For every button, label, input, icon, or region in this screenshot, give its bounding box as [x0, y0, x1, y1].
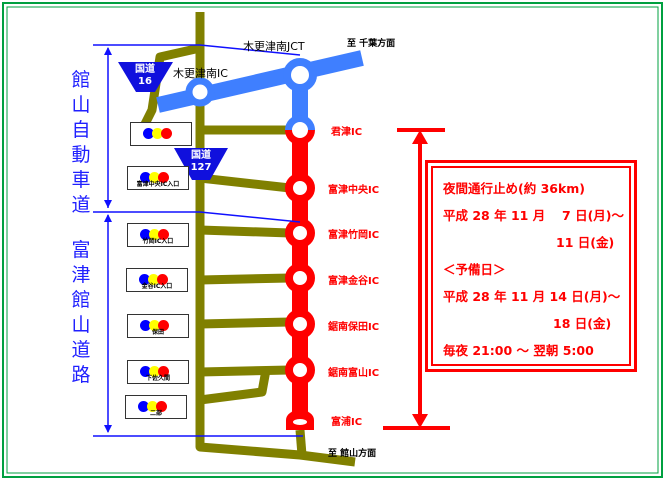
traffic-signal: 保田: [127, 314, 189, 338]
tateyama-expressway-label: 館山自動車道: [71, 69, 91, 216]
ic-label: 君津IC: [331, 127, 363, 138]
ic-label: 富浦IC: [331, 417, 363, 428]
traffic-signal: [130, 122, 192, 146]
traffic-light-icon: [140, 362, 169, 381]
notice-reserve-start: 平成 28 年 11 月 14 日(月)～: [443, 289, 621, 304]
jct-node: [283, 58, 317, 92]
traffic-signal: 下佐久間: [127, 360, 189, 384]
ic-label: 富津中央IC: [328, 185, 380, 196]
notice-period-end: 11 日(金): [556, 235, 615, 250]
jct-label: 木更津南JCT: [243, 40, 305, 53]
traffic-light-icon: [139, 270, 168, 289]
traffic-light-icon: [140, 225, 169, 244]
traffic-light-icon: [138, 397, 167, 416]
route-16-shield-icon: [118, 62, 173, 92]
traffic-signal: 竹岡IC入口: [127, 223, 189, 247]
notice-reserve-heading: ＜予備日＞: [443, 262, 506, 277]
notice-hours: 毎夜 21:00 ～ 翌朝 5:00: [443, 343, 594, 358]
traffic-light-icon: [140, 316, 169, 335]
ic-label: 鋸南富山IC: [328, 368, 380, 379]
traffic-signal: 金谷IC入口: [126, 268, 188, 292]
to-tateyama-label: 至 館山方面: [328, 449, 377, 459]
traffic-signal: 富津中央IC入口: [127, 166, 189, 190]
notice-title: 夜間通行止め(約 36km): [443, 181, 586, 196]
traffic-light-icon: [143, 124, 172, 143]
closure-notice: 夜間通行止め(約 36km) 平成 28 年 11 月 7 日(月)～ 11 日…: [425, 160, 637, 372]
ic-node: [185, 77, 215, 107]
section-brackets: [93, 44, 303, 437]
traffic-signal: 二部: [125, 395, 187, 419]
closure-range-arrow: [383, 128, 450, 430]
kisarazu-minami-ic-label: 木更津南IC: [173, 67, 228, 80]
traffic-light-icon: [140, 168, 169, 187]
inner-frame: [6, 6, 659, 474]
to-chiba-label: 至 千葉方面: [347, 39, 396, 49]
notice-period-start: 平成 28 年 11 月 7 日(月)～: [443, 208, 625, 223]
ic-label: 富津竹岡IC: [328, 230, 380, 241]
ic-label: 富津金谷IC: [328, 276, 380, 287]
ic-nodes-red: [285, 173, 315, 385]
ic-label: 鋸南保田IC: [328, 322, 380, 333]
futtsu-tateyama-road-label: 富津館山道路: [71, 239, 91, 386]
notice-reserve-end: 18 日(金): [553, 316, 612, 331]
